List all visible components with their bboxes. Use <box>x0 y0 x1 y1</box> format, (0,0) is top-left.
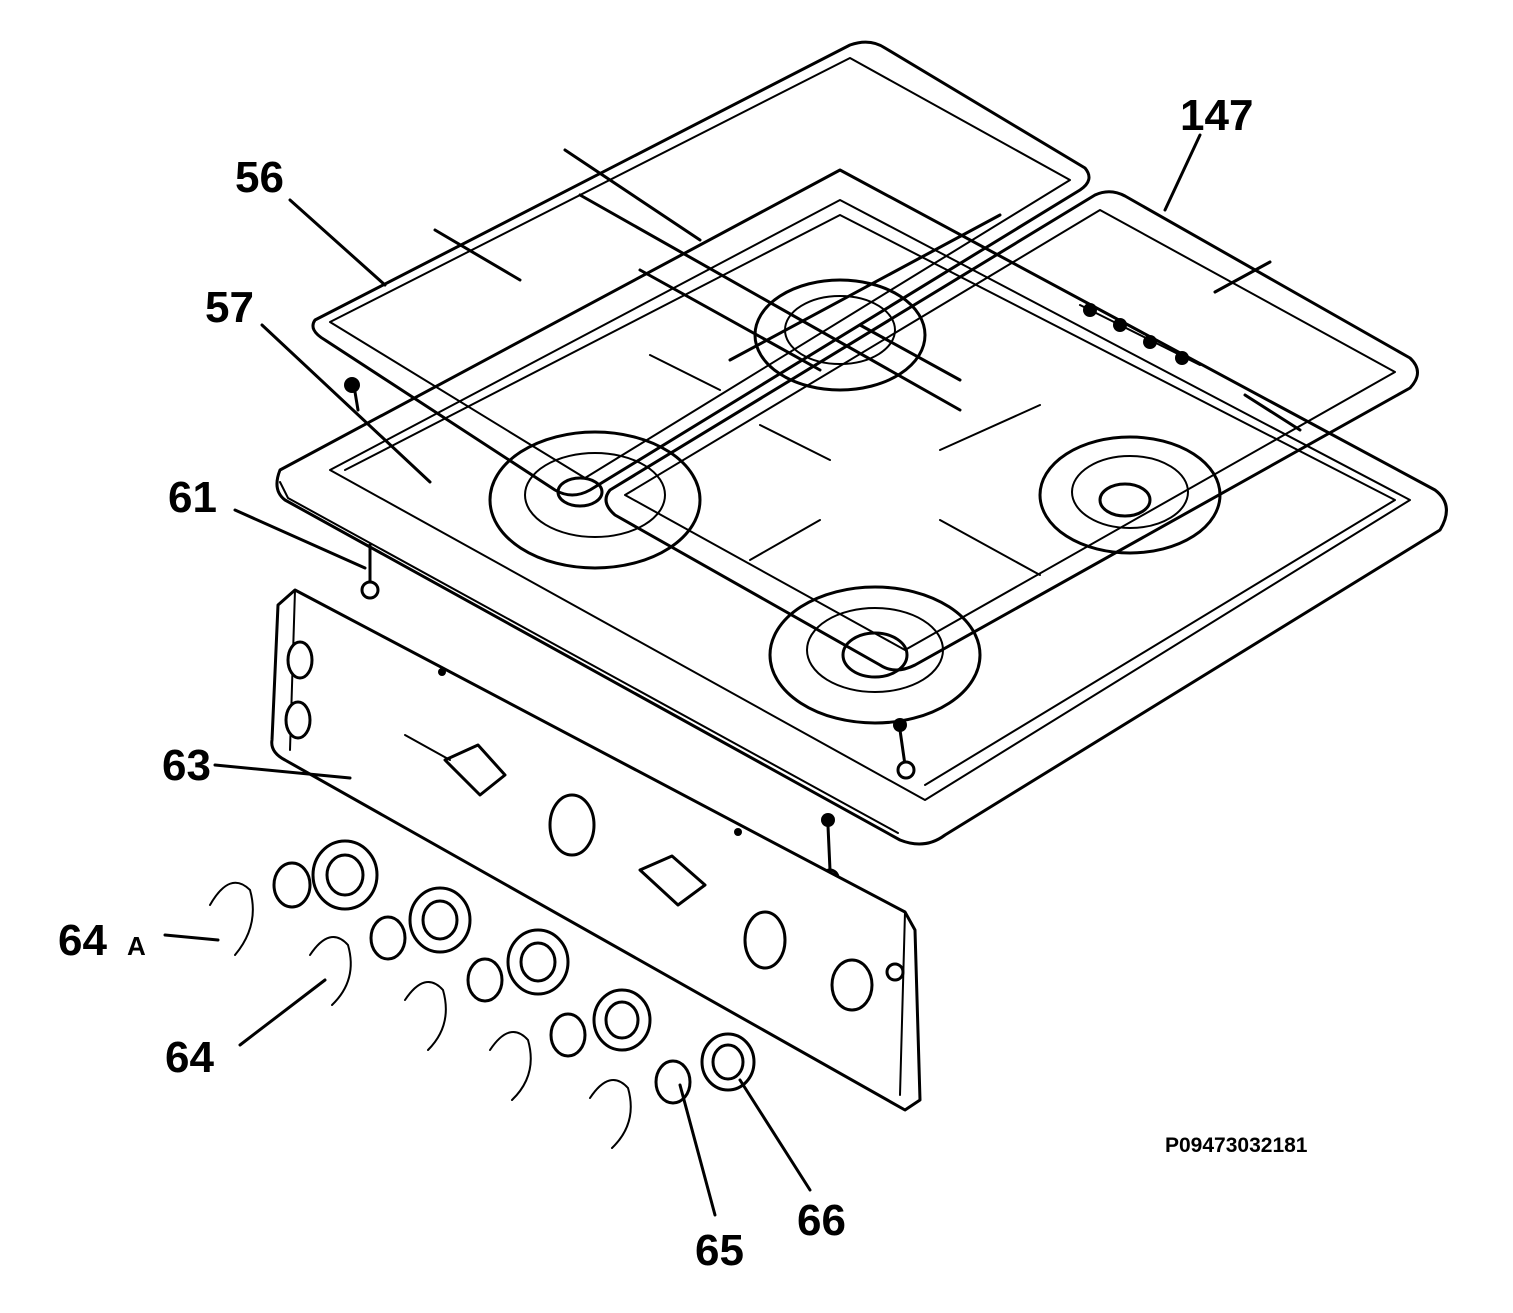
screw-icon <box>893 718 916 780</box>
hob-top <box>275 168 1448 846</box>
knob-icon <box>589 1032 756 1149</box>
burner-front <box>768 585 982 725</box>
callout-64a-number: 64 <box>58 916 107 965</box>
knob-icon <box>209 839 379 956</box>
hob-ridges <box>649 303 1201 576</box>
callout-64a-suffix: A <box>127 931 146 961</box>
pan-support-left <box>311 40 1091 497</box>
knob-icon <box>489 988 652 1101</box>
screw-icon <box>344 377 360 412</box>
callout-63: 63 <box>162 741 211 790</box>
knob-icon <box>309 886 472 1006</box>
callout-147: 147 <box>1180 91 1253 140</box>
burner-right <box>1038 435 1222 555</box>
callout-64: 64 <box>165 1033 214 1082</box>
callout-61: 61 <box>168 473 217 522</box>
callout-56: 56 <box>235 153 284 202</box>
burner-front-left <box>488 430 702 570</box>
screw-icon <box>360 543 380 600</box>
callout-57: 57 <box>205 283 254 332</box>
knob-icon <box>404 928 570 1051</box>
pan-support-right <box>604 190 1419 672</box>
leader-lines <box>163 133 1202 1217</box>
control-panel <box>270 588 922 1112</box>
callout-65: 65 <box>695 1226 744 1275</box>
callout-66: 66 <box>797 1196 846 1245</box>
drawing-code: P09473032181 <box>1165 1134 1308 1157</box>
